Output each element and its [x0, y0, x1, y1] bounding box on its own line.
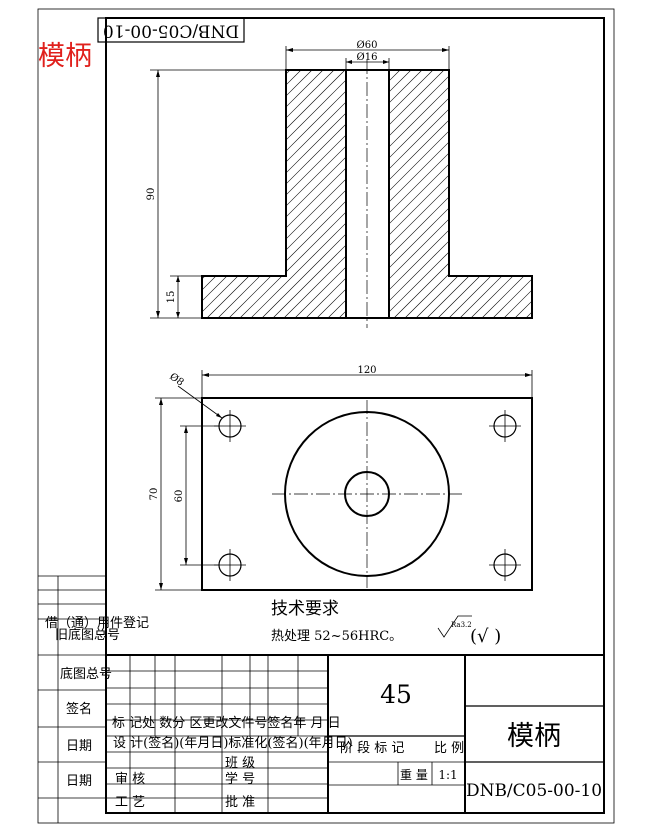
hatch-line [459, 70, 532, 318]
hatch-line [389, 70, 467, 318]
weight-label: 重 量 [400, 768, 428, 782]
hatch-line [492, 70, 532, 318]
hatch-line [202, 70, 247, 318]
hatch-line [389, 70, 401, 318]
hatch-line [389, 70, 532, 318]
dim-flange-15: 15 [166, 291, 177, 304]
hatch-line [202, 70, 203, 318]
borrow-register-label: 借（通）用件登记 [45, 616, 149, 631]
hatch-line [338, 70, 346, 318]
hatch-line [250, 70, 346, 318]
old-base-drawing-label: 旧底图总号 [55, 627, 120, 643]
part-name-overlay: 模柄 [38, 41, 92, 72]
hatch-line [437, 70, 532, 318]
hatch-line [202, 70, 291, 318]
part-name-title: 模柄 [507, 721, 561, 752]
hatch-line [389, 70, 532, 318]
mounting-holes [214, 410, 521, 581]
signature-label: 签名 [66, 701, 92, 717]
dim-hole-spacing-60: 60 [174, 490, 185, 503]
rotated-number-box [97, 17, 245, 43]
hatch-line [525, 70, 532, 318]
scale-value: 1:1 [438, 768, 457, 782]
hatch-line [202, 70, 346, 318]
drawing-number-title: DNB/C05-00-10 [466, 781, 602, 801]
hatch-line [389, 70, 532, 318]
hatch-line [514, 70, 532, 318]
dim-hole-diameter-8: Ø8 [167, 371, 185, 388]
stage-labels: 阶 段 标 记 [340, 741, 404, 756]
section-view: Ø60 Ø16 90 15 [146, 40, 654, 328]
tech-req-heat-treatment: 热处理 52~56HRC。 [271, 629, 402, 644]
hatch-line [389, 70, 532, 318]
hatch-line [272, 70, 346, 318]
dim-diameter-60: Ø60 [357, 40, 378, 51]
hatch-line [426, 70, 532, 318]
tech-req-title: 技术要求 [271, 599, 339, 619]
hatch-line [294, 70, 346, 318]
hatch-line [239, 70, 346, 318]
hatch-line [202, 70, 346, 318]
plan-view: 120 Ø8 70 60 [149, 365, 533, 591]
hatch-line [202, 70, 313, 318]
hatch-line [327, 70, 346, 318]
design-header-row: 设 计(签名)(年月日)标准化(签名)(年月日) [113, 735, 353, 751]
dim-height-90: 90 [146, 188, 157, 201]
scale-label: 比 例 [434, 741, 464, 756]
date-label-1: 日期 [66, 739, 92, 754]
hatch-line [389, 70, 434, 318]
dim-width-120: 120 [357, 365, 376, 376]
roughness-other: (√ ) [470, 626, 501, 647]
hatch-line [202, 70, 335, 318]
revision-header-row: 标 记处 数分 区更改文件号签名年 月 日 [112, 715, 341, 731]
hatch-line [389, 70, 532, 318]
hatch-line [503, 70, 532, 318]
hatch-line [202, 70, 269, 318]
hatch-line [350, 70, 598, 318]
hatch-line [389, 70, 456, 318]
dim-diameter-16: Ø16 [357, 52, 378, 63]
hatch-line [202, 70, 346, 318]
roughness-symbol: Ra3.2 (√ ) [437, 615, 501, 647]
left-record-strip: 借（通）用件登记 旧底图总号 底图总号 签名 日期 日期 [38, 575, 149, 823]
material-value: 45 [380, 680, 412, 709]
hatch-line [404, 70, 532, 318]
review-label: 审 核 [115, 772, 145, 787]
hatch-line [202, 70, 346, 318]
approve-label: 批 准 [225, 795, 255, 810]
outer-sheet-border [37, 8, 615, 824]
date-label-2: 日期 [66, 774, 92, 789]
section-outline [201, 69, 533, 319]
inner-frame-border [105, 17, 605, 814]
hatch-line [389, 70, 532, 318]
hatch-line [389, 70, 445, 318]
base-drawing-label: 底图总号 [60, 666, 112, 682]
hatch-line [537, 70, 654, 318]
hatch-line [470, 70, 532, 318]
hatch-line [202, 70, 258, 318]
hatch-line [389, 70, 478, 318]
hatch-line [202, 70, 236, 318]
process-label: 工 艺 [115, 795, 145, 810]
roughness-value: Ra3.2 [451, 621, 472, 629]
hatch-line [261, 70, 346, 318]
hatch-line [283, 70, 346, 318]
hatch-line [448, 70, 532, 318]
hatch-line [389, 70, 489, 318]
class-label: 班 级 [225, 756, 255, 771]
title-block: 45 模柄 DNB/C05-00-10 标 记处 数分 区更改文件号签名年 月 … [106, 654, 604, 813]
student-no-label: 学 号 [225, 771, 255, 787]
hatch-line [415, 70, 532, 318]
hatch-line [202, 70, 225, 318]
dim-height-70: 70 [149, 488, 160, 501]
hatch-line [389, 70, 532, 318]
base-plate-outline [201, 397, 533, 591]
rotated-drawing-number: DNB/C05-00-10 [103, 21, 239, 41]
